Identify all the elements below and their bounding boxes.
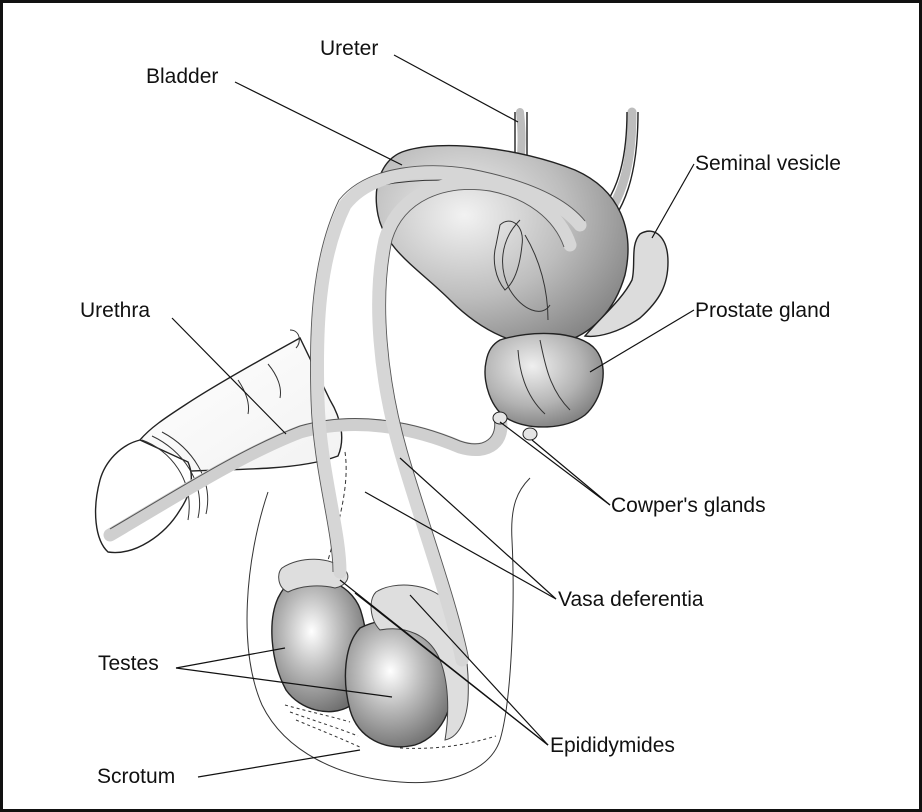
leader-bladder [235,82,402,165]
leader-ureter [394,55,518,122]
label-ureter: Ureter [320,37,378,60]
leader-scrotum [198,750,360,777]
label-cowpers-glands: Cowper's glands [611,494,766,517]
label-epididymides: Epididymides [550,734,675,757]
leader-cowpers-b [532,440,610,505]
label-testes: Testes [98,652,159,675]
leader-cowpers-a [500,422,610,505]
label-bladder: Bladder [146,65,218,88]
label-urethra: Urethra [80,299,150,322]
leader-seminal-vesicle [652,164,694,238]
label-seminal-vesicle: Seminal vesicle [695,152,841,175]
label-scrotum: Scrotum [97,765,175,788]
label-prostate-gland: Prostate gland [695,299,830,322]
label-vasa-deferentia: Vasa deferentia [558,588,704,611]
cowpers-gland-right [523,428,537,440]
leader-vasa-a [365,492,556,599]
leader-testes-a [176,648,285,668]
